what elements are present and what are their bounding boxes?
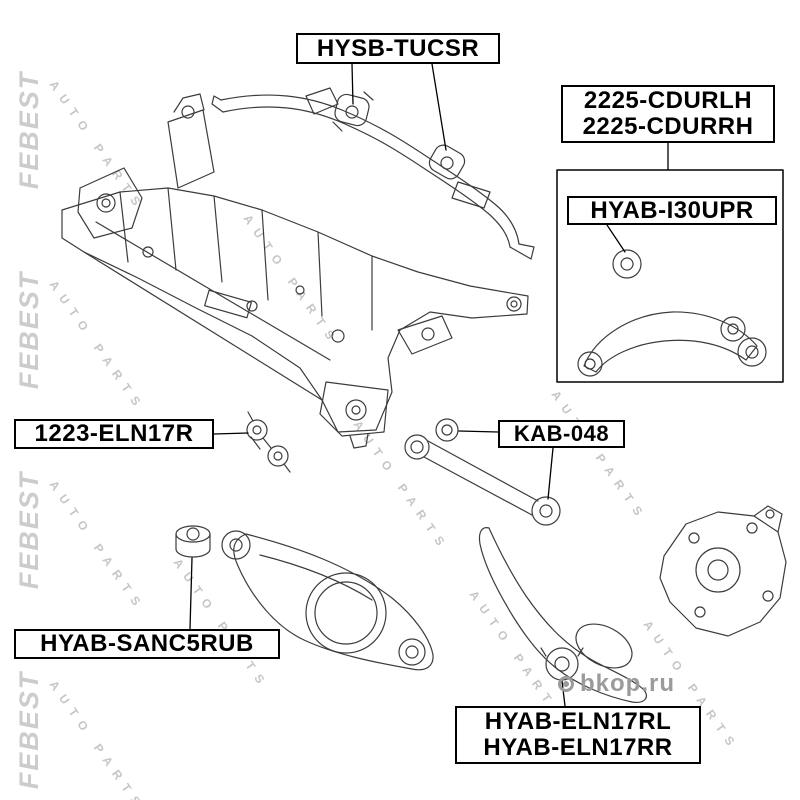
upper-arm-drawing [577, 249, 767, 377]
part-label-2225-cdur: 2225-CDURLH 2225-CDURRH [561, 85, 775, 143]
upper-arm-frame [556, 169, 784, 383]
part-number: HYAB-I30UPR [590, 196, 754, 224]
part-label-hyab-sanc5rub: HYAB-SANC5RUB [14, 629, 280, 659]
part-number: HYAB-SANC5RUB [40, 630, 254, 657]
stabilizer-bushing-rear-drawing [428, 144, 491, 209]
part-number: 2225-CDURRH [582, 113, 754, 140]
trailing-arm-drawing [478, 527, 647, 703]
stabilizer-link-drawing [246, 411, 291, 473]
lower-arm-drawing [221, 530, 434, 671]
lateral-rod-drawing [404, 418, 561, 526]
knuckle-drawing [659, 505, 787, 637]
part-label-1223-eln17r: 1223-ELN17R [14, 419, 214, 449]
part-number: HYAB-ELN17RL [484, 708, 672, 735]
part-number: 2225-CDURLH [583, 87, 753, 114]
front-arm-bushing-drawing [175, 525, 211, 558]
leader-lines [189, 63, 669, 707]
part-label-kab-048: KAB-048 [498, 420, 625, 448]
site-watermark-text: bkop.ru [580, 670, 675, 697]
part-number: 1223-ELN17R [34, 420, 194, 447]
part-label-hysb-tucsr: HYSB-TUCSR [296, 33, 500, 64]
stabilizer-bushing-front-drawing [305, 87, 374, 132]
part-number: HYAB-ELN17RR [483, 734, 673, 761]
part-number: KAB-048 [513, 421, 610, 446]
subframe-drawing [61, 93, 529, 449]
site-watermark: bkop.ru [558, 670, 675, 698]
part-label-hyab-eln17: HYAB-ELN17RL HYAB-ELN17RR [455, 706, 701, 764]
site-logo-icon [558, 676, 574, 692]
stabilizer-bar-drawing [211, 94, 535, 260]
part-number: HYSB-TUCSR [316, 34, 480, 62]
part-label-hyab-i30upr: HYAB-I30UPR [567, 196, 777, 225]
